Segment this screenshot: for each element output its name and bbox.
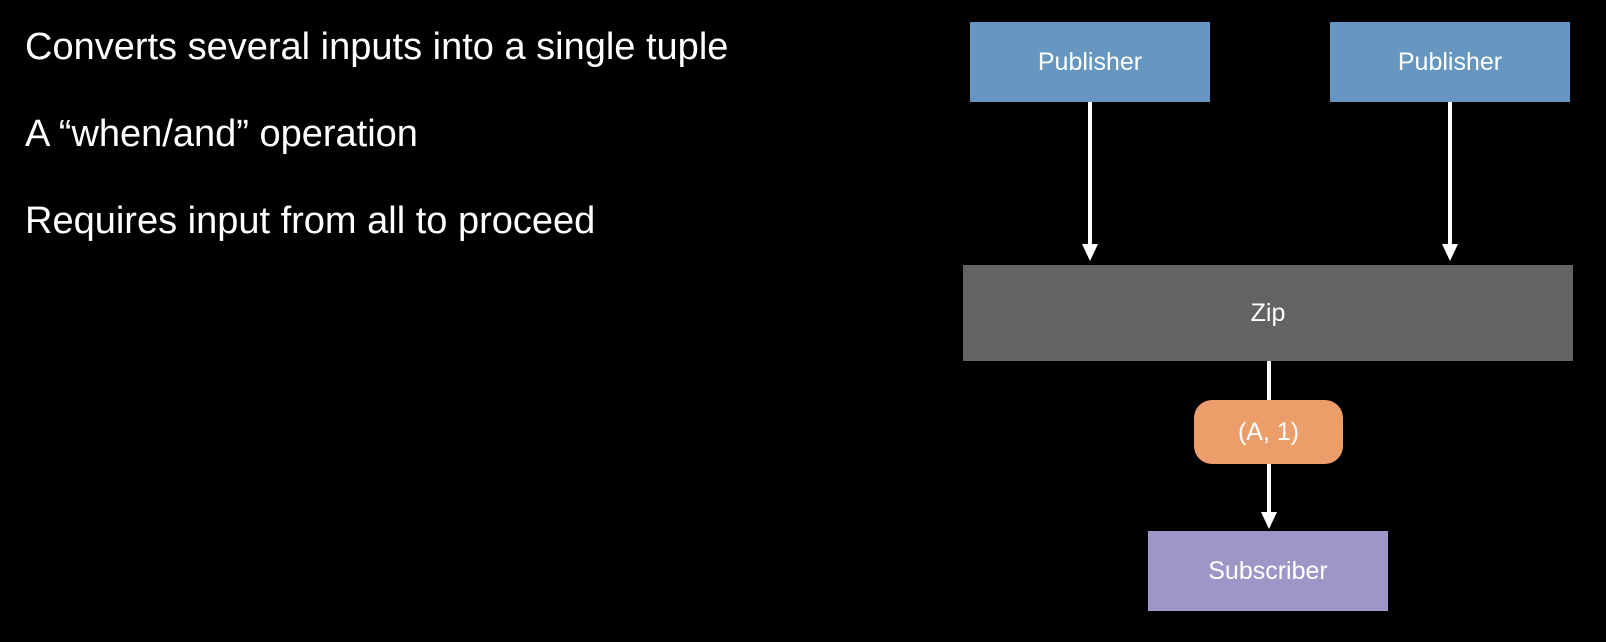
tuple-value-label: (A, 1)	[1237, 417, 1300, 446]
arrow-publisher-right-to-zip	[1442, 102, 1458, 261]
bullet-converts-inputs: Converts several inputs into a single tu…	[25, 26, 729, 68]
subscriber-box: Subscriber	[1148, 531, 1388, 611]
publisher-right-label: Publisher	[1397, 47, 1503, 76]
bullet-list: Converts several inputs into a single tu…	[25, 20, 885, 281]
bullet-when-and-operation: A “when/and” operation	[25, 113, 418, 155]
arrow-publisher-left-to-zip	[1082, 102, 1098, 261]
publisher-left-label: Publisher	[1037, 47, 1143, 76]
subscriber-label: Subscriber	[1208, 556, 1328, 585]
arrow-tuple-to-subscriber	[1261, 464, 1277, 529]
publisher-right-box: Publisher	[1330, 22, 1570, 102]
zip-box: Zip	[963, 265, 1573, 361]
publisher-left-box: Publisher	[970, 22, 1210, 102]
tuple-value-pill: (A, 1)	[1194, 400, 1343, 464]
zip-label: Zip	[1250, 298, 1286, 327]
bullet-requires-input: Requires input from all to proceed	[25, 200, 596, 242]
